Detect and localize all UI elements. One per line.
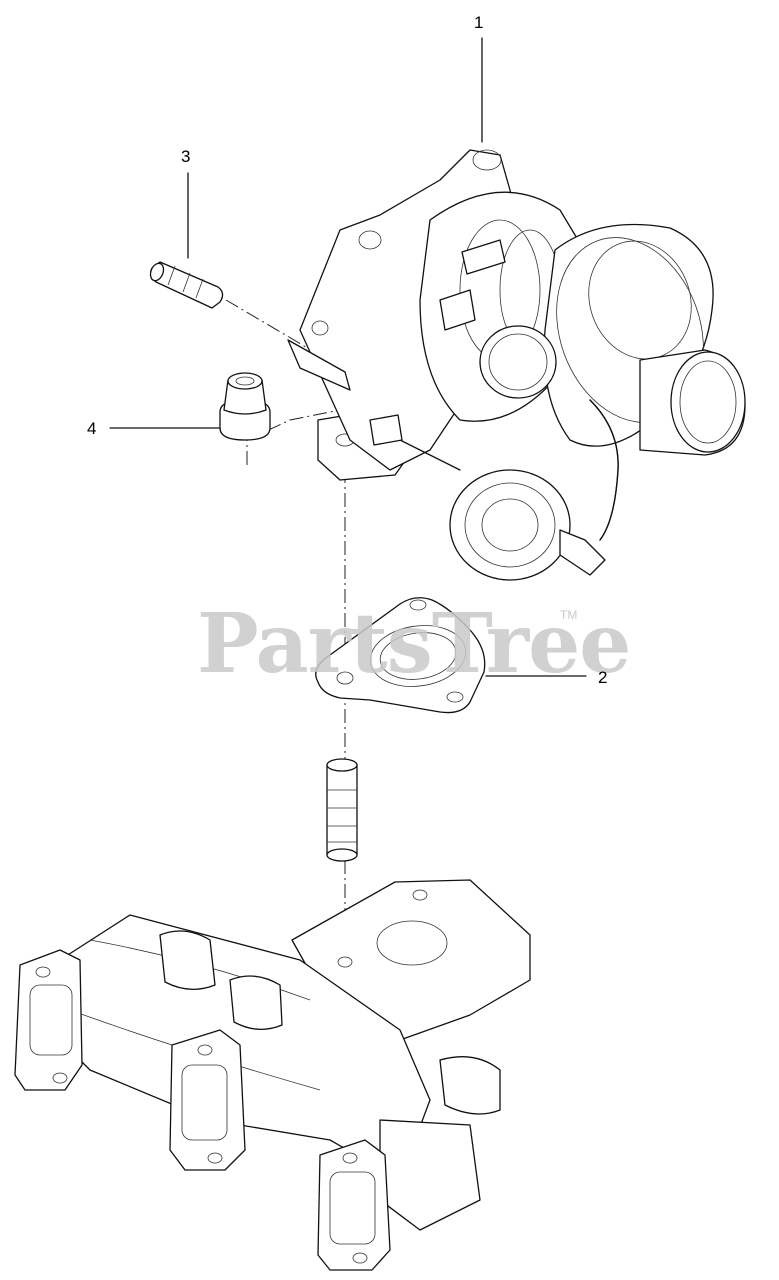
lower-stud-icon (326, 758, 358, 862)
callout-2[interactable]: 2 (598, 668, 608, 687)
callout-3[interactable]: 3 (181, 147, 191, 166)
callout-1[interactable]: 1 (474, 13, 484, 32)
callout-4[interactable]: 4 (87, 419, 97, 438)
watermark-text: PartsTree (197, 596, 631, 692)
flange-nut-icon[interactable] (219, 372, 271, 441)
trademark-mark: TM (560, 608, 578, 622)
turbocharger-icon[interactable] (287, 149, 746, 581)
leader-lines (109, 37, 587, 677)
stud-icon[interactable] (148, 261, 224, 309)
gasket-icon[interactable] (315, 597, 486, 714)
exhaust-manifold-icon (14, 879, 531, 1271)
